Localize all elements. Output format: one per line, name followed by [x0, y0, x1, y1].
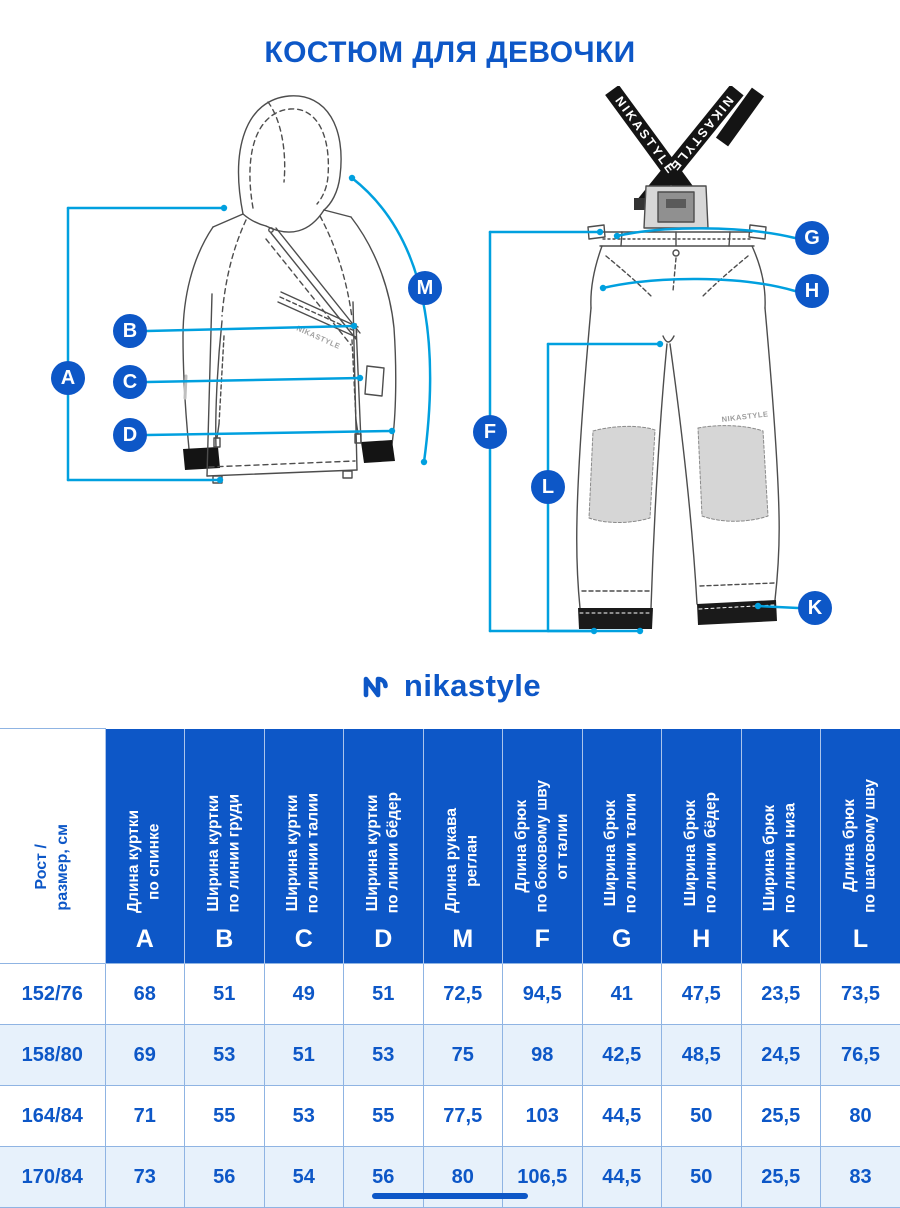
size-cell: 170/84: [0, 1147, 105, 1208]
callout-l: L: [531, 470, 565, 504]
value-cell: 75: [423, 1025, 503, 1086]
jacket-drawing: [183, 96, 396, 483]
column-header-h: Ширина брюк по линии бёдер H: [662, 729, 742, 964]
size-row: 152/76 68 51 49 51 72,5 94,5 41 47,5 23,…: [0, 964, 900, 1025]
value-cell: 44,5: [582, 1147, 662, 1208]
value-cell: 53: [185, 1025, 265, 1086]
column-label: Длина брюк по шаговому шву: [840, 779, 881, 913]
measurement-lines: [68, 175, 798, 634]
value-cell: 83: [821, 1147, 900, 1208]
callout-h: H: [795, 274, 829, 308]
pants-watermark: NIKASTYLE: [721, 409, 769, 424]
callout-g: G: [795, 221, 829, 255]
value-cell: 23,5: [741, 964, 821, 1025]
column-label: Длина брюк по боковому шву от талии: [512, 780, 573, 913]
value-cell: 94,5: [503, 964, 583, 1025]
value-cell: 53: [344, 1025, 424, 1086]
column-header-g: Ширина брюк по линии талии G: [582, 729, 662, 964]
value-cell: 44,5: [582, 1086, 662, 1147]
value-cell: 73,5: [821, 964, 900, 1025]
corner-header-cell: Рост / размер, см: [0, 729, 105, 964]
size-row: 158/80 69 53 51 53 75 98 42,5 48,5 24,5 …: [0, 1025, 900, 1086]
column-header-d: Ширина куртки по линии бёдер D: [344, 729, 424, 964]
callout-f: F: [473, 415, 507, 449]
column-label: Ширина куртки по линии талии: [283, 793, 324, 913]
pants-drawing: [577, 186, 779, 629]
callout-b: B: [113, 314, 147, 348]
brand-mark-icon: [359, 668, 395, 704]
value-cell: 69: [105, 1025, 185, 1086]
column-letter: H: [692, 920, 710, 963]
value-cell: 55: [185, 1086, 265, 1147]
column-header-a: Длина куртки по спинке A: [105, 729, 185, 964]
brand-logo: nikastyle: [0, 660, 900, 712]
value-cell: 51: [185, 964, 265, 1025]
value-cell: 98: [503, 1025, 583, 1086]
column-letter: A: [136, 920, 154, 963]
value-cell: 54: [264, 1147, 344, 1208]
callout-m: M: [408, 271, 442, 305]
column-header-m: Длина рукава реглан M: [423, 729, 503, 964]
value-cell: 55: [344, 1086, 424, 1147]
garment-diagrams: NIKASTYLE NIKASTYLE NIKASTYLE: [0, 86, 900, 660]
column-letter: F: [535, 920, 550, 963]
value-cell: 25,5: [741, 1086, 821, 1147]
column-header-k: Ширина брюк по линии низа K: [741, 729, 821, 964]
column-label: Ширина брюк по линии низа: [760, 803, 801, 913]
callout-d: D: [113, 418, 147, 452]
value-cell: 68: [105, 964, 185, 1025]
size-cell: 158/80: [0, 1025, 105, 1086]
bottom-bar: [372, 1193, 528, 1199]
callout-a: A: [51, 361, 85, 395]
value-cell: 25,5: [741, 1147, 821, 1208]
value-cell: 71: [105, 1086, 185, 1147]
value-cell: 51: [264, 1025, 344, 1086]
column-label: Длина рукава реглан: [442, 808, 483, 913]
header-row: Рост / размер, см Длина куртки по спинке…: [0, 729, 900, 964]
page-title: КОСТЮМ ДЛЯ ДЕВОЧКИ: [0, 36, 900, 70]
column-letter: G: [612, 920, 631, 963]
column-header-b: Ширина куртки по линии груди B: [185, 729, 265, 964]
callout-c: C: [113, 365, 147, 399]
column-letter: B: [215, 920, 233, 963]
value-cell: 49: [264, 964, 344, 1025]
column-header-l: Длина брюк по шаговому шву L: [821, 729, 900, 964]
value-cell: 24,5: [741, 1025, 821, 1086]
column-letter: D: [374, 920, 392, 963]
value-cell: 42,5: [582, 1025, 662, 1086]
value-cell: 50: [662, 1086, 742, 1147]
value-cell: 51: [344, 964, 424, 1025]
column-label: Длина куртки по спинке: [124, 810, 165, 913]
column-letter: L: [853, 920, 868, 963]
column-letter: K: [772, 920, 790, 963]
column-letter: C: [295, 920, 313, 963]
value-cell: 73: [105, 1147, 185, 1208]
value-cell: 80: [821, 1086, 900, 1147]
size-table-wrap: Рост / размер, см Длина куртки по спинке…: [0, 728, 900, 1208]
column-header-c: Ширина куртки по линии талии C: [264, 729, 344, 964]
value-cell: 103: [503, 1086, 583, 1147]
value-cell: 47,5: [662, 964, 742, 1025]
size-row: 164/84 71 55 53 55 77,5 103 44,5 50 25,5…: [0, 1086, 900, 1147]
corner-header-label: Рост / размер, см: [31, 824, 73, 911]
column-letter: M: [452, 920, 473, 963]
value-cell: 72,5: [423, 964, 503, 1025]
column-header-f: Длина брюк по боковому шву от талии F: [503, 729, 583, 964]
value-cell: 50: [662, 1147, 742, 1208]
size-cell: 152/76: [0, 964, 105, 1025]
value-cell: 48,5: [662, 1025, 742, 1086]
column-label: Ширина брюк по линии бёдер: [681, 792, 722, 913]
value-cell: 56: [185, 1147, 265, 1208]
value-cell: 77,5: [423, 1086, 503, 1147]
column-label: Ширина брюк по линии талии: [601, 793, 642, 913]
brand-name: nikastyle: [404, 668, 541, 704]
value-cell: 76,5: [821, 1025, 900, 1086]
value-cell: 53: [264, 1086, 344, 1147]
column-label: Ширина куртки по линии бёдер: [363, 792, 404, 913]
column-label: Ширина куртки по линии груди: [204, 794, 245, 913]
value-cell: 41: [582, 964, 662, 1025]
size-table: Рост / размер, см Длина куртки по спинке…: [0, 728, 900, 1208]
callout-k: K: [798, 591, 832, 625]
size-cell: 164/84: [0, 1086, 105, 1147]
